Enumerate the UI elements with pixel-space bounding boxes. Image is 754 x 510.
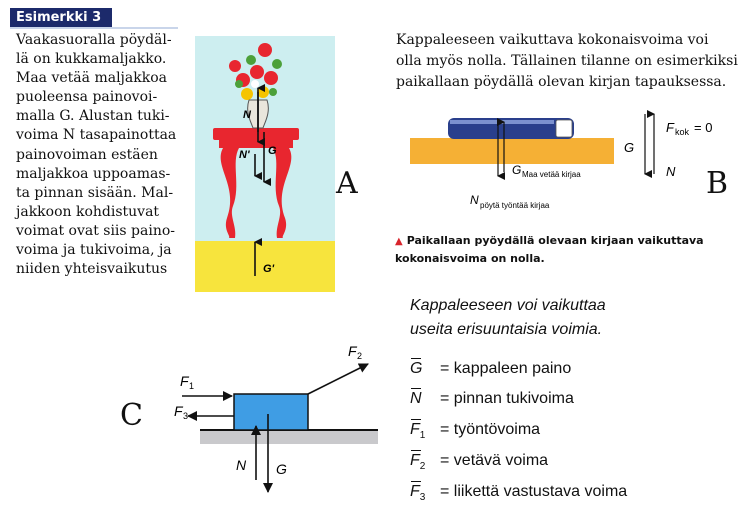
- legend-symbol: G: [410, 360, 423, 377]
- label-g-side: G: [624, 140, 634, 155]
- legend-symbol: F: [410, 421, 420, 438]
- label-f3: F: [174, 403, 184, 419]
- panel-c-intro: Kappaleeseen voi vaikuttaa useita erisuu…: [410, 294, 606, 342]
- legend-symbol: F: [410, 452, 420, 469]
- table: [213, 128, 299, 238]
- example-line: voima ja tukivoima, ja: [16, 242, 172, 259]
- example-line: puoleensa painovoi-: [16, 89, 158, 106]
- label-g-maa: G: [512, 163, 521, 177]
- label-f2-sub: 2: [357, 351, 362, 361]
- book-table-surface: [410, 138, 614, 164]
- example-line: ta pinnan sisään. Mal-: [16, 184, 174, 201]
- example-line: niiden yhteisvaikutus: [16, 261, 168, 278]
- legend-row-g: G = kappaleen paino: [410, 357, 571, 381]
- legend-text: = työntövoima: [440, 421, 541, 438]
- panel-letter-a: A: [336, 166, 358, 201]
- example-line: Maa vetää maljakkoa: [16, 70, 167, 87]
- ground-surface: [200, 430, 378, 444]
- label-f3-sub: 3: [183, 411, 188, 421]
- label-g: G: [276, 461, 287, 477]
- label-n: N: [236, 457, 247, 473]
- label-f-kok: F: [666, 120, 675, 135]
- label-n-poyta-sub: pöytä työntää kirjaa: [480, 201, 550, 210]
- legend-symbol: N: [410, 390, 422, 407]
- book-pages: [555, 119, 573, 138]
- panel-b-line: paikallaan pöydällä olevan kirjan tapauk…: [396, 74, 727, 90]
- example-line: jakkoon kohdistuvat: [16, 203, 160, 220]
- label-g-maa-sub: Maa vetää kirjaa: [522, 170, 581, 179]
- legend-row-n: N = pinnan tukivoima: [410, 387, 574, 411]
- label-f1-sub: 1: [189, 381, 194, 391]
- intro-line: Kappaleeseen voi vaikuttaa: [410, 297, 606, 314]
- label-g-prime: G': [263, 263, 275, 275]
- legend-text: = pinnan tukivoima: [440, 390, 574, 407]
- panel-b-text: Kappaleeseen vaikuttava kokonaisvoima vo…: [396, 30, 741, 93]
- book-on-table-diagram: G Maa vetää kirjaa N pöytä työntää kirja…: [410, 110, 712, 210]
- label-n-poyta: N: [470, 193, 479, 207]
- legend-text: = vetävä voima: [440, 452, 549, 469]
- label-f2: F: [348, 343, 358, 359]
- floor: [195, 241, 335, 292]
- example-line: malla G. Alustan tuki-: [16, 108, 170, 125]
- caption-line: kokonaisvoima on nolla.: [395, 252, 545, 265]
- example-line: voimat ovat siis paino-: [16, 222, 176, 239]
- example-line: voima N tasapainottaa: [16, 127, 177, 144]
- legend-text: = kappaleen paino: [440, 360, 572, 377]
- label-f-kok-eq: = 0: [694, 120, 712, 135]
- legend-symbol: F: [410, 483, 420, 500]
- box-forces-diagram: F 1 F 3 F 2 N G: [174, 343, 378, 493]
- caption-line: Paikallaan pyöydällä olevaan kirjaan vai…: [406, 234, 704, 247]
- example-line: painovoiman estäen: [16, 146, 158, 163]
- legend-row-f1: F1= työntövoima: [410, 419, 541, 442]
- label-g: G: [268, 145, 277, 157]
- arrow-f2: [307, 363, 369, 395]
- legend-row-f2: F2= vetävä voima: [410, 450, 549, 473]
- example-text: Vaakasuoralla pöydäl- lä on kukkamaljakk…: [16, 31, 176, 279]
- example-line: maljakkoa uppoamas-: [16, 165, 171, 182]
- box: [233, 393, 309, 431]
- vase-on-table-illustration: N G N' G': [195, 36, 335, 292]
- panel-b-line: olla myös nolla. Tällainen tilanne on es…: [396, 53, 738, 69]
- panel-letter-c: C: [120, 398, 143, 433]
- legend-row-f3: F3= liikettä vastustava voima: [410, 481, 628, 504]
- triangle-icon: ▲: [395, 236, 403, 247]
- header-rule: [10, 27, 178, 29]
- label-f1: F: [180, 373, 190, 389]
- label-f-kok-sub: kok: [675, 127, 690, 137]
- panel-letter-b: B: [706, 166, 729, 201]
- panel-b-caption: ▲Paikallaan pyöydällä olevaan kirjaan va…: [395, 232, 735, 267]
- label-n: N: [243, 109, 252, 121]
- label-n-side: N: [666, 164, 676, 179]
- flowers: [229, 43, 282, 100]
- example-header: Esimerkki 3: [10, 8, 112, 27]
- panel-b-line: Kappaleeseen vaikuttava kokonaisvoima vo…: [396, 32, 709, 48]
- example-line: lä on kukkamaljakko.: [16, 51, 167, 68]
- label-n-prime: N': [239, 149, 250, 161]
- example-line: Vaakasuoralla pöydäl-: [16, 32, 172, 48]
- intro-line: useita erisuuntaisia voimia.: [410, 321, 603, 338]
- legend-text: = liikettä vastustava voima: [440, 483, 628, 500]
